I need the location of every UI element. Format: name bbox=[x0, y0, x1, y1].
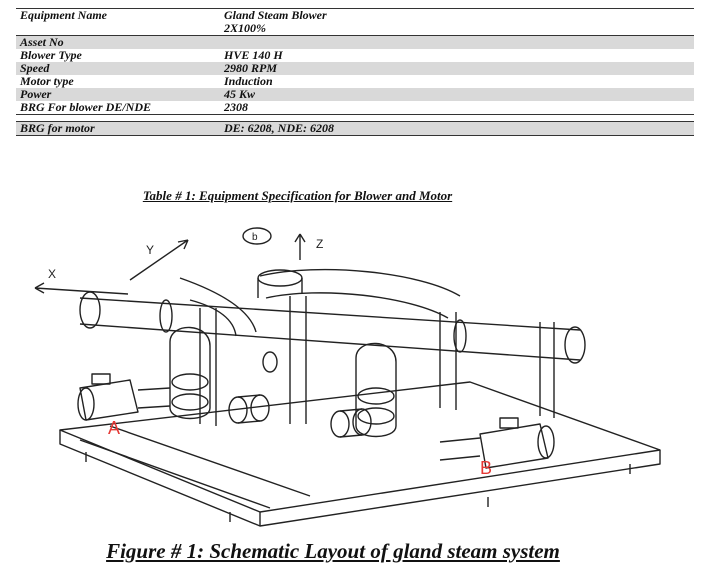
equipment-spec-table: Equipment Name Gland Steam Blower 2X100%… bbox=[16, 8, 694, 136]
spec-label: Motor type bbox=[20, 74, 74, 88]
support-frame bbox=[199, 296, 555, 426]
crossover-pipe bbox=[179, 268, 461, 337]
spec-value: 2308 bbox=[220, 101, 694, 115]
spec-value: 2980 RPM bbox=[220, 62, 694, 75]
spec-label: Power bbox=[16, 88, 220, 101]
header-pipe bbox=[79, 291, 586, 364]
axis-label-x: X bbox=[48, 267, 56, 281]
spec-label: Blower Type bbox=[20, 48, 82, 62]
spec-value: HVE 140 H bbox=[224, 48, 283, 62]
unit-label-a: A bbox=[108, 418, 120, 438]
spec-value: Induction bbox=[224, 74, 273, 88]
coordinate-axes bbox=[34, 227, 306, 295]
spec-label: Equipment Name bbox=[16, 8, 220, 36]
spec-label: Speed bbox=[16, 62, 220, 75]
spec-label: BRG for motor bbox=[16, 121, 220, 136]
spec-row-blower-type: Blower Type HVE 140 H bbox=[16, 49, 694, 62]
spec-row-asset-no: Asset No bbox=[16, 35, 694, 49]
spec-row-brg-motor: BRG for motor DE: 6208, NDE: 6208 bbox=[16, 121, 694, 136]
spec-row-speed: Speed 2980 RPM bbox=[16, 62, 694, 75]
spec-label: BRG For blower DE/NDE bbox=[16, 101, 220, 115]
gland-steam-schematic: Y X Z b A B bbox=[34, 227, 661, 527]
blower-casing-right bbox=[355, 342, 397, 438]
unit-label-b: B bbox=[480, 458, 492, 478]
flange-cluster bbox=[228, 351, 372, 438]
spec-value-line2: 2X100% bbox=[224, 21, 266, 35]
spec-value bbox=[220, 35, 694, 49]
spec-row-brg-blower: BRG For blower DE/NDE 2308 bbox=[16, 101, 694, 115]
spec-label: Asset No bbox=[16, 35, 220, 49]
blower-casing-left bbox=[169, 326, 211, 420]
table-caption: Table # 1: Equipment Specification for B… bbox=[142, 188, 453, 203]
axis-label-y: Y bbox=[146, 243, 154, 257]
spec-row-power: Power 45 Kw bbox=[16, 88, 694, 101]
spec-row-motor-type: Motor type Induction bbox=[16, 75, 694, 88]
spec-value-line1: Gland Steam Blower bbox=[224, 8, 327, 22]
spec-row-equipment-name: Equipment Name Gland Steam Blower 2X100% bbox=[16, 8, 694, 36]
axis-label-z: Z bbox=[316, 237, 323, 251]
base-skid bbox=[59, 381, 661, 527]
motor-a bbox=[77, 373, 171, 421]
spec-row-spacer bbox=[16, 114, 694, 122]
spec-value: 45 Kw bbox=[220, 88, 694, 101]
motor-b bbox=[439, 417, 555, 469]
spec-value: DE: 6208, NDE: 6208 bbox=[220, 121, 694, 136]
view-label: b bbox=[252, 232, 258, 243]
figure-caption: Figure # 1: Schematic Layout of gland st… bbox=[106, 539, 560, 563]
spec-value: Gland Steam Blower 2X100% bbox=[220, 8, 694, 36]
